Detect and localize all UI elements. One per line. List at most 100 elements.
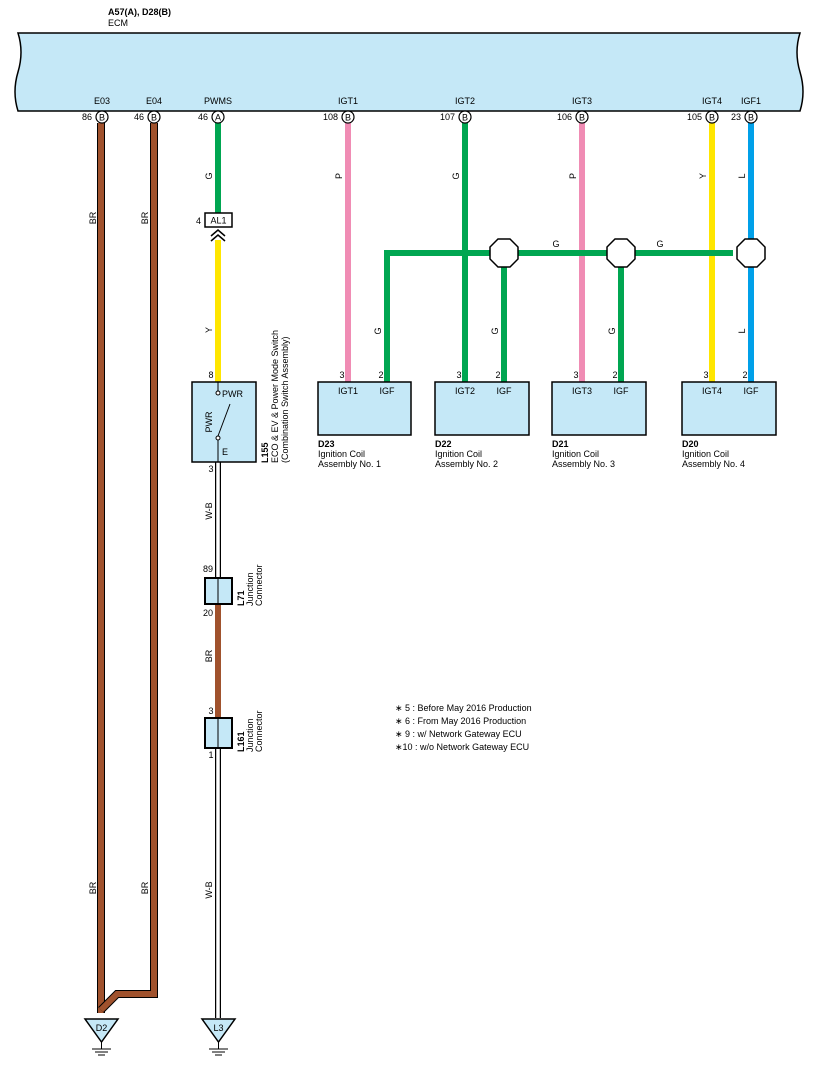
pin-igt2-conn: B (462, 113, 468, 123)
coil-d20: 3 2 IGT4 IGF D20 Ignition Coil Assembly … (681, 370, 777, 469)
junction-l71-pin-bottom: 20 (203, 608, 213, 618)
pin-igt1: B 108 (323, 110, 355, 124)
pin-igt1-conn: B (345, 113, 351, 123)
note-2: ∗ 6 : From May 2016 Production (395, 716, 526, 726)
label-p-igt1: P (334, 173, 344, 179)
coil-d22-term-b: IGF (497, 386, 513, 396)
ecm-signal-igt4: IGT4 (702, 96, 722, 106)
coil-d21-code: D21 (552, 439, 569, 449)
coil-d22-desc-1: Ignition Coil (435, 449, 482, 459)
splice-node-2 (606, 238, 636, 268)
label-g-igf-d22: G (490, 327, 500, 334)
junction-l71-pin-top: 89 (203, 564, 213, 574)
pin-igf1: B 23 (731, 110, 758, 124)
coil-d22-desc-2: Assembly No. 2 (435, 459, 498, 469)
coil-d21-pin-b: 2 (612, 370, 617, 380)
label-wb-1: W-B (204, 502, 214, 519)
junction-l161-desc-2: Connector (254, 710, 264, 752)
ecm-connector-codes: A57(A), D28(B) (108, 7, 171, 17)
switch-pin-top: 8 (208, 370, 213, 380)
label-p-igt3: P (568, 173, 578, 179)
pin-igt4: B 105 (687, 110, 719, 124)
coil-d20-term-a: IGT4 (702, 386, 722, 396)
coil-d20-term-b: IGF (744, 386, 760, 396)
switch-desc-2: (Combination Switch Assembly) (280, 336, 290, 463)
label-wb-2: W-B (204, 881, 214, 898)
pin-e04: B 46 (134, 110, 161, 124)
label-y-switch: Y (204, 327, 214, 333)
coil-d20-desc-1: Ignition Coil (682, 449, 729, 459)
wire-color-labels: BR BR BR BR G Y W-B BR W-B P G P Y L L G… (88, 172, 747, 898)
pin-e03-num: 86 (82, 112, 92, 122)
junction-l71-desc-2: Connector (254, 564, 264, 606)
pin-pwms-conn: A (215, 113, 221, 123)
pin-e04-conn: B (151, 113, 157, 123)
pin-igt1-num: 108 (323, 112, 338, 122)
wire-br-e04 (98, 123, 158, 1013)
ground-d2-triangle-icon (83, 1018, 120, 1044)
ground-l3-name: L3 (213, 1023, 223, 1033)
junction-l71-code: L71 (236, 590, 246, 606)
coil-d23-term-a: IGT1 (338, 386, 358, 396)
junction-l161-pin-top: 3 (208, 706, 213, 716)
switch-pin-bottom: 3 (208, 464, 213, 474)
pin-igt3: B 106 (557, 110, 589, 124)
pin-igt3-num: 106 (557, 112, 572, 122)
pin-e04-num: 46 (134, 112, 144, 122)
switch-term-e: E (222, 447, 228, 457)
coil-d22-pin-a: 3 (456, 370, 461, 380)
note-1: ∗ 5 : Before May 2016 Production (395, 703, 532, 713)
label-g-bus-2: G (656, 239, 663, 249)
coil-d23: 3 2 IGT1 IGF D23 Ignition Coil Assembly … (317, 370, 412, 469)
notes: ∗ 5 : Before May 2016 Production ∗ 6 : F… (395, 703, 532, 752)
coil-d21: 3 2 IGT3 IGF D21 Ignition Coil Assembly … (551, 370, 647, 469)
ecm-signal-igt2: IGT2 (455, 96, 475, 106)
ground-d2: D2 (83, 1018, 120, 1056)
ground-l3-triangle-icon (200, 1018, 237, 1044)
label-l-igf1-bottom: L (737, 328, 747, 333)
coil-d23-term-b: IGF (380, 386, 396, 396)
ecm-pin-terminals: B 86 B 46 A 46 B 108 B 107 B 106 (82, 110, 758, 124)
wires (97, 123, 754, 1018)
switch-desc-1: ECO & EV & Power Mode Switch (270, 330, 280, 463)
pin-pwms: A 46 (198, 110, 225, 124)
switch-code: L155 (260, 442, 270, 463)
junction-l161: 3 1 L161 Junction Connector (204, 706, 264, 760)
ground-l3-symbol-icon (209, 1042, 228, 1056)
junction-l71: 89 20 L71 Junction Connector (203, 564, 264, 618)
note-3: ∗ 9 : w/ Network Gateway ECU (395, 729, 522, 739)
ecm-signal-pwms: PWMS (204, 96, 232, 106)
connector-al1-chevron-icon (210, 229, 226, 242)
switch-l155: 8 PWR E PWR 3 L155 ECO & EV & Power Mode… (191, 330, 290, 474)
coil-d23-pin-a: 3 (339, 370, 344, 380)
coil-d20-pin-a: 3 (703, 370, 708, 380)
coil-d21-desc-2: Assembly No. 3 (552, 459, 615, 469)
label-g-igf-d21: G (607, 327, 617, 334)
splice-nodes (489, 238, 766, 268)
pin-igt2: B 107 (440, 110, 472, 124)
ground-d2-symbol-icon (92, 1042, 111, 1056)
coil-d22: 3 2 IGT2 IGF D22 Ignition Coil Assembly … (434, 370, 530, 469)
label-br-e04-bottom: BR (140, 881, 150, 894)
pin-igt2-num: 107 (440, 112, 455, 122)
coil-d20-code: D20 (682, 439, 699, 449)
label-br-e04-top: BR (140, 211, 150, 224)
label-br-junction: BR (204, 649, 214, 662)
connector-al1-name: AL1 (210, 216, 226, 226)
label-g-bus-1: G (552, 239, 559, 249)
coil-d23-code: D23 (318, 439, 335, 449)
pin-igf1-num: 23 (731, 112, 741, 122)
switch-contact-icon (215, 382, 231, 462)
junction-l161-pin-bottom: 1 (208, 750, 213, 760)
label-y-igt4: Y (698, 173, 708, 179)
pin-e03-conn: B (99, 113, 105, 123)
coil-d22-code: D22 (435, 439, 452, 449)
ecm-signal-igf1: IGF1 (741, 96, 761, 106)
splice-node-1 (489, 238, 519, 268)
switch-side-label: PWR (204, 411, 214, 432)
coil-d20-desc-2: Assembly No. 4 (682, 459, 745, 469)
connector-al1-pin: 4 (196, 216, 201, 226)
coil-d21-term-b: IGF (614, 386, 630, 396)
pin-igt4-conn: B (709, 113, 715, 123)
